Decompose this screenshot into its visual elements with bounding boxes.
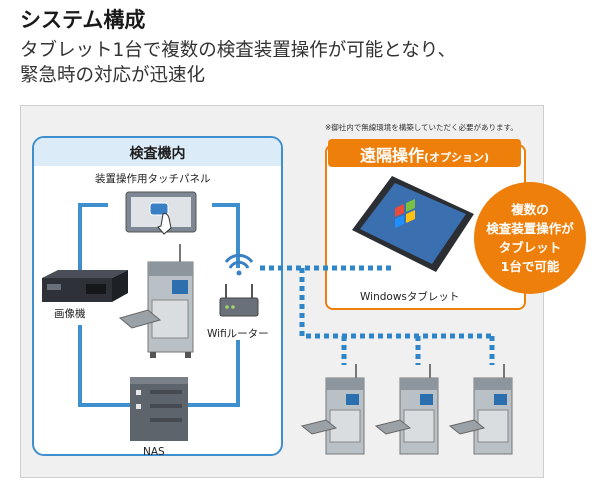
touch-panel-label: 装置操作用タッチパネル [95, 173, 211, 185]
remote-label-main: 遠隔操作 [359, 146, 424, 165]
remote-group-header [328, 139, 521, 167]
callout-line-3: タブレット [498, 240, 562, 255]
remote-machine-2 [374, 364, 439, 455]
inspection-group-label: 検査機内 [129, 146, 186, 162]
wifi-router-icon [219, 253, 259, 317]
wireless-note: ※御社内で無線環境を構築していただく必要があります。 [325, 123, 518, 132]
image-analyzer-icon [42, 270, 128, 302]
inspection-machine-icon [118, 244, 194, 358]
callout-badge: 複数の 検査装置操作が タブレット 1台で可能 [474, 182, 586, 294]
callout-line-2: 検査装置操作が [486, 221, 574, 236]
wired-connection-lines [78, 203, 240, 407]
windows-tablet-icon [352, 176, 474, 272]
subtitle-line-2: 緊急時の対応が迅速化 [20, 65, 206, 86]
wireless-links [260, 265, 495, 365]
subtitle: タブレット1台で複数の検査装置操作が可能となり、 緊急時の対応が迅速化 [20, 38, 456, 88]
inspection-group-header [34, 138, 281, 166]
remote-machine-1 [300, 364, 365, 455]
remote-group-label: 遠隔操作(オプション) [328, 142, 521, 166]
image-analyzer-label: 画像機 [54, 308, 86, 320]
tablet-label: Windowsタブレット [360, 291, 460, 303]
nas-label: NAS [143, 446, 165, 458]
wifi-router-label: Wifiルーター [207, 328, 269, 340]
page-title: システム構成 [20, 8, 146, 32]
nas-server-icon [130, 377, 188, 441]
subtitle-line-1: タブレット1台で複数の検査装置操作が可能となり、 [20, 40, 456, 61]
remote-label-sub: (オプション) [423, 151, 490, 164]
touch-panel-icon [125, 191, 197, 235]
remote-machine-3 [448, 364, 513, 455]
callout-line-1: 複数の [511, 202, 549, 217]
callout-line-4: 1台で可能 [500, 259, 560, 274]
